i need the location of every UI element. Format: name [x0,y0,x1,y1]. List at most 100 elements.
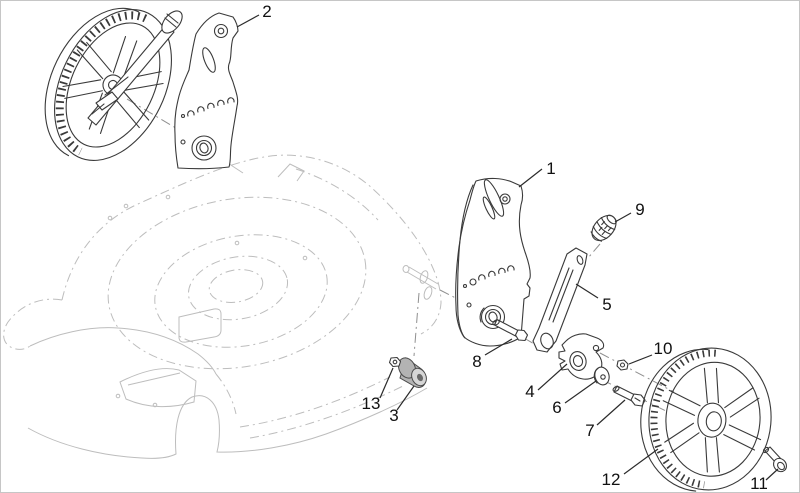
leader-line-7 [596,399,626,426]
knob-cap [606,214,617,225]
mower-deck [3,153,442,459]
callout-4: 4 [525,363,568,401]
nut10-hole [619,362,626,368]
arm4-pivot-hole [569,351,587,371]
bolt11-tip [762,446,770,454]
callout-7: 7 [585,399,626,440]
callout-label-7: 7 [585,421,594,440]
leader-line-1 [518,168,543,188]
bolt7-head-facets [634,397,641,402]
callout-label-5: 5 [602,295,611,314]
knob-hatch [598,221,612,236]
deck-left-wing [3,298,63,350]
bracket2-small-hole [180,139,186,145]
bracket2-slot [202,47,216,73]
arm4-small-hole [592,344,600,352]
callout-1: 1 [518,159,556,188]
bracket1-boss-arc [479,307,485,323]
leader-line-12 [623,448,659,475]
part-5-lever [532,247,588,353]
washer6-hole [600,374,606,380]
callout-2: 2 [236,2,272,28]
deck-mount-bolt-head [402,265,410,273]
deck-rim-curve-2 [249,385,404,439]
lever-top-hole [576,255,584,265]
bracket1-boss-hole [480,304,506,330]
callout-label-9: 9 [635,200,644,219]
tire-tread [55,11,148,156]
deck-rim-curve-1 [239,376,391,428]
bracket2-boss-inner [199,142,209,154]
part-8-bolt [492,318,529,342]
nut13-hole [392,359,398,365]
bracket2-outline [174,12,239,170]
deck-skirt-inner [215,373,237,415]
leader-line-11 [765,468,779,481]
deck-ring-3 [187,255,289,321]
callout-6: 6 [552,380,597,417]
callout-label-2: 2 [262,2,271,21]
latch-bar [91,76,129,115]
bracket1-slot-short [482,196,496,220]
axis-wheel2-bracket2 [126,98,202,144]
deck-hole [123,203,129,209]
callout-label-12: 12 [602,470,621,489]
knob-ribs [590,216,616,242]
bolt8-tip [492,319,500,326]
arm4-pivot-hole-inner [572,355,584,367]
bracket1-detent-dot [462,283,468,289]
deck-center-plate [178,308,222,343]
deck-dome-outline [61,154,442,335]
tire-sidewall [44,7,140,157]
leader-line-10 [628,354,653,365]
deck-ring-4 [208,269,264,303]
bracket2-top-hole-inner [217,27,225,35]
callout-13: 13 [362,367,394,413]
part-2-bracket [174,12,239,170]
callout-label-6: 6 [552,398,561,417]
callout-label-4: 4 [525,382,534,401]
bracket2-top-hole [213,23,229,39]
axis-nut10 [599,352,675,393]
callout-label-11: 11 [750,474,768,493]
deck-hole [107,215,113,221]
leader-line-3 [396,385,415,411]
deck-wall-slot [423,286,433,300]
lever-grip-assembled [161,10,183,34]
callout-label-1: 1 [546,159,555,178]
bracket2-detent-dot [180,113,186,119]
deck-engine-plate-edge [127,372,181,386]
deck-ring-2 [154,234,328,348]
bracket1-boss-inner [488,311,498,323]
spoke [112,36,138,78]
callout-5: 5 [575,283,612,314]
axis-knob-lever [587,243,601,259]
part-9-knob [590,214,617,242]
bracket1-detent-ring [469,278,477,286]
leader-line-8 [484,338,513,356]
deck-mount-bolt-shaft [406,266,439,290]
leader-line-6 [564,380,597,404]
leader-line-9 [614,212,632,223]
leader-line-2 [236,14,260,28]
bracket1-boss-small-inner [502,196,508,202]
callout-label-8: 8 [472,352,481,371]
deck-ring-1 [107,196,367,370]
part-11-bolt [762,446,787,473]
deck-skirt-top [29,327,217,375]
part-6-washer [593,366,610,386]
callout-8: 8 [472,338,513,371]
bracket1-small-hole [466,302,472,308]
bolt7-tip [612,386,620,392]
deck-hole [165,194,171,200]
bushing3-hole [416,373,424,382]
spoke12 [703,367,720,404]
callout-label-3: 3 [389,406,398,425]
nut13-body [388,356,402,368]
leader-line-13 [379,367,394,399]
bracket1-flange-line [457,184,474,339]
bolt11-head-inner [777,461,785,471]
lever-outline [532,247,588,353]
deck-hole [302,255,308,261]
